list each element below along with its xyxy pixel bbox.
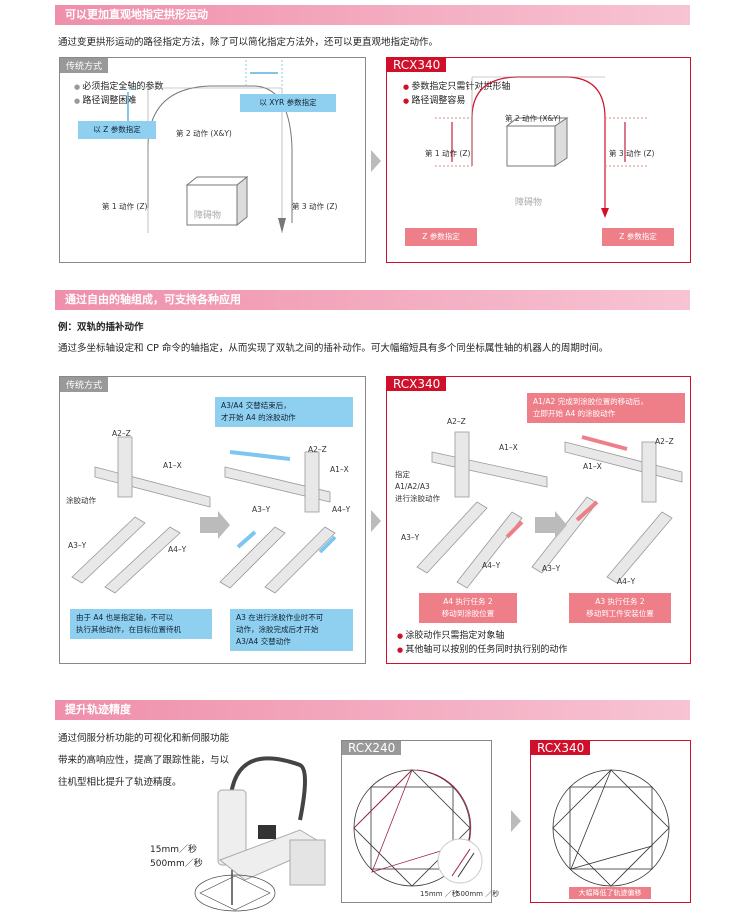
callout-bottom-left: A4 执行任务 2 移动到涂胶位置: [419, 593, 517, 623]
move2-label: 第 2 动作 (X&Y): [176, 129, 232, 138]
line: A3/A4 交替结束后，: [221, 401, 291, 410]
line: 指定: [395, 470, 410, 479]
panel-tag: 传统方式: [60, 58, 109, 73]
axis-label: A2–Z: [112, 429, 131, 438]
axis-label: A1–X: [163, 461, 182, 470]
move3-label: 第 3 动作 (Z): [292, 202, 338, 211]
arrow-icon: [371, 510, 381, 532]
axis-label: A2–Z: [447, 417, 466, 426]
bullet: 路径调整容易: [403, 96, 465, 106]
line: A4 执行任务 2: [443, 597, 493, 606]
speed-label-15: 15mm／秒: [150, 845, 197, 855]
line: A3 执行任务 2: [595, 597, 645, 606]
line: 带来的高响应性，提高了跟踪性能，与以: [58, 755, 230, 766]
panel-conventional-arch: 传统方式 必须指定全轴的参数路径调整困难 以 XYR 参数指定 以 Z 参数指定…: [59, 57, 366, 263]
line: A1/A2 完成到涂胶位置的移动后，: [533, 397, 648, 406]
panel-rcx240-trajectory: RCX240 15mm ／秒 500mm ／秒: [341, 740, 499, 903]
arrow-icon: [371, 150, 381, 172]
section-header-axes: 通过自由的轴组成，可支持各种应用: [55, 290, 690, 310]
axis-label: A2–Z: [655, 437, 674, 446]
section1-intro: 通过变更拱形运动的路径指定方法，除了可以简化指定方法外，还可以更直观地指定动作。: [58, 37, 439, 48]
dual-rail-diagram: [71, 436, 337, 594]
line: 立即开始 A4 的涂胶动作: [533, 409, 616, 418]
callout-bottom-right: A3 在进行涂胶作业时不可动作，涂胶完成后才开始 A3/A4 交替动作: [230, 609, 353, 651]
panel-tag: RCX340: [387, 377, 447, 391]
axis-label: A4–Y: [168, 545, 187, 554]
callout-z-right: Z 参数指定: [602, 228, 674, 246]
move2-label: 第 2 动作 (X&Y): [505, 114, 561, 123]
legend-500: 500mm ／秒: [456, 890, 500, 898]
line: 才开始 A4 的涂胶动作: [221, 413, 296, 422]
callout-xyr: 以 XYR 参数指定: [240, 94, 336, 112]
section-header-trajectory: 提升轨迹精度: [55, 700, 690, 720]
move3-label: 第 3 动作 (Z): [609, 149, 655, 158]
panel-rcx340-arch: RCX340 参数指定只需针对拱形轴路径调整容易 第 2 动作 (X&Y) 第 …: [386, 57, 691, 263]
callout-z-left: Z 参数指定: [405, 228, 477, 246]
bullet: 必须指定全轴的参数: [74, 82, 163, 92]
bullet-list: 必须指定全轴的参数路径调整困难: [74, 80, 163, 108]
arch-diagram: [435, 76, 647, 218]
callout-z: 以 Z 参数指定: [78, 121, 156, 139]
move1-label: 第 1 动作 (Z): [102, 202, 148, 211]
line: A3/A4 交替动作: [236, 637, 291, 646]
callout-top: A3/A4 交替结束后， 才开始 A4 的涂胶动作: [215, 397, 353, 427]
bullet-list: 参数指定只需针对拱形轴路径调整容易: [403, 80, 510, 108]
coating-label: 涂胶动作: [66, 496, 96, 505]
line: 通过伺服分析功能的可视化和新伺服功能: [58, 733, 230, 744]
panel-conventional-dual: 传统方式 A2–Z A1–X 涂胶动作 A3–Y A4–Y A2–Z A1–X …: [59, 376, 366, 664]
bullet: 涂胶动作只需指定对象轴: [397, 631, 504, 641]
bullet-list: 涂胶动作只需指定对象轴其他轴可以按别的任务同时执行别的动作: [397, 629, 567, 657]
axis-label: A4–Y: [482, 561, 501, 570]
line: 由于 A4 也是指定轴，不可以: [76, 613, 174, 622]
callout-bottom-right: A3 执行任务 2 移动到工件安装位置: [569, 593, 671, 623]
speed-label-500: 500mm／秒: [150, 859, 203, 869]
trajectory-plot-old: [353, 769, 483, 887]
panel-tag: RCX240: [342, 741, 402, 755]
section-header-arch: 可以更加直观地指定拱形运动: [55, 5, 690, 25]
callout-reduced-deviation: 大幅降低了轨迹偏移: [569, 887, 651, 899]
axis-label: A4–Y: [332, 505, 351, 514]
obstacle-label: 障碍物: [194, 211, 222, 221]
trajectory-plot-new: [552, 769, 670, 887]
dual-rail-diagram: [416, 431, 683, 589]
example-title: 例：双轨的插补动作: [58, 322, 144, 333]
panel-tag: RCX340: [531, 741, 591, 755]
line: A3 在进行涂胶作业时不可: [236, 613, 324, 622]
line: 往机型相比提升了轨迹精度。: [58, 777, 182, 788]
axis-label: A1–X: [499, 443, 518, 452]
section3-intro: 通过伺服分析功能的可视化和新伺服功能带来的高响应性，提高了跟踪性能，与以往机型相…: [58, 728, 229, 794]
bullet: 参数指定只需针对拱形轴: [403, 82, 510, 92]
obstacle-label: 障碍物: [515, 198, 543, 208]
bullet: 路径调整困难: [74, 96, 136, 106]
legend-15: 15mm ／秒: [420, 890, 459, 898]
axis-label: A3–Y: [68, 541, 87, 550]
axis-label: A3–Y: [542, 564, 561, 573]
axis-label: A2–Z: [308, 445, 327, 454]
section2-intro: 通过多坐标轴设定和 CP 命令的轴指定，从而实现了双轨之间的插补动作。可大幅缩短…: [58, 343, 609, 354]
arch-diagram: [120, 60, 293, 233]
move1-label: 第 1 动作 (Z): [425, 149, 471, 158]
axis-label: A1–X: [583, 462, 602, 471]
axis-label: A3–Y: [401, 533, 420, 542]
axis-label: A3–Y: [252, 505, 271, 514]
panel-tag: 传统方式: [60, 377, 109, 392]
line: 移动到工件安装位置: [586, 609, 654, 618]
bullet: 其他轴可以按别的任务同时执行别的动作: [397, 645, 567, 655]
callout-bottom-left: 由于 A4 也是指定轴，不可以执行其他动作，在目标位置待机: [70, 609, 212, 639]
panel-rcx340-dual: RCX340 A2–Z A1–X 指定 A1/A2/A3 进行涂胶动作 A3–Y A…: [386, 376, 691, 664]
arrow-icon: [511, 810, 521, 832]
panel-tag: RCX340: [387, 58, 447, 72]
line: 动作，涂胶完成后才开始: [236, 625, 319, 634]
callout-top: A1/A2 完成到涂胶位置的移动后， 立即开始 A4 的涂胶动作: [527, 393, 685, 423]
line: 执行其他动作，在目标位置待机: [76, 625, 181, 634]
panel-rcx340-trajectory: RCX340 大幅降低了轨迹偏移: [530, 740, 691, 903]
line: A1/A2/A3: [395, 482, 430, 491]
axis-label: A1–X: [330, 465, 349, 474]
line: 进行涂胶动作: [395, 494, 440, 503]
line: 移动到涂胶位置: [441, 609, 495, 618]
designate-label: 指定 A1/A2/A3 进行涂胶动作: [395, 469, 440, 505]
axis-label: A4–Y: [617, 577, 636, 586]
